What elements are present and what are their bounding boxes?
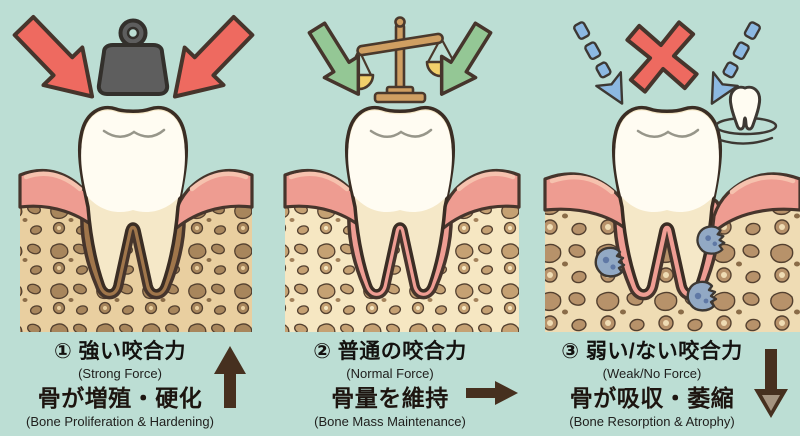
dashed-blue-arrow-right bbox=[710, 21, 761, 105]
panel1-subtitle: (Strong Force) bbox=[78, 366, 162, 381]
panel3-subtitle: (Weak/No Force) bbox=[602, 366, 702, 381]
red-force-arrow-right bbox=[172, 14, 255, 99]
trend-right-arrow bbox=[466, 381, 518, 405]
green-force-arrow-left bbox=[307, 21, 361, 96]
tooth-cross-section bbox=[344, 105, 456, 293]
panel3-title: ③ 弱い/ない咬合力 bbox=[561, 340, 743, 363]
dashed-blue-arrow-left bbox=[573, 21, 624, 105]
x-mark-icon bbox=[625, 20, 699, 94]
gum-tissue bbox=[543, 172, 800, 236]
panel3-outcome: 骨が吸収・萎縮 bbox=[569, 385, 735, 411]
trend-down-arrow bbox=[754, 349, 788, 418]
caption-weak-force: ③ 弱い/ない咬合力 (Weak/No Force) 骨が吸収・萎縮 (Bone… bbox=[534, 339, 770, 430]
panel-strong-force-illustration bbox=[12, 14, 255, 332]
caption-strong-force: ① 強い咬合力 (Strong Force) 骨が増殖・硬化 (Bone Pro… bbox=[0, 339, 240, 430]
panel2-outcome: 骨量を維持 bbox=[331, 385, 449, 411]
panel3-outcome-subtitle: (Bone Resorption & Atrophy) bbox=[569, 414, 735, 429]
tooth-cross-section bbox=[77, 105, 189, 293]
panel-normal-force-illustration bbox=[283, 16, 521, 332]
panel2-subtitle: (Normal Force) bbox=[346, 366, 434, 381]
panel1-title: ① 強い咬合力 bbox=[53, 340, 187, 363]
panel1-outcome: 骨が増殖・硬化 bbox=[37, 385, 203, 411]
caption-normal-force: ② 普通の咬合力 (Normal Force) 骨量を維持 (Bone Mass… bbox=[267, 339, 513, 430]
osteoclast-cells bbox=[594, 225, 726, 312]
gum-tissue bbox=[18, 169, 254, 233]
weight-icon bbox=[96, 18, 170, 96]
panel2-title: ② 普通の咬合力 bbox=[313, 340, 467, 363]
panel-weak-force-illustration bbox=[543, 20, 800, 332]
balance-scale-icon bbox=[343, 16, 457, 104]
red-force-arrow-left bbox=[12, 14, 95, 99]
tooth-cross-section bbox=[611, 105, 723, 293]
panel1-outcome-subtitle: (Bone Proliferation & Hardening) bbox=[26, 414, 214, 429]
panel2-outcome-subtitle: (Bone Mass Maintenance) bbox=[314, 414, 466, 429]
green-force-arrow-right bbox=[439, 21, 493, 96]
floating-tooth-icon bbox=[714, 85, 778, 145]
trend-up-arrow bbox=[214, 346, 246, 408]
